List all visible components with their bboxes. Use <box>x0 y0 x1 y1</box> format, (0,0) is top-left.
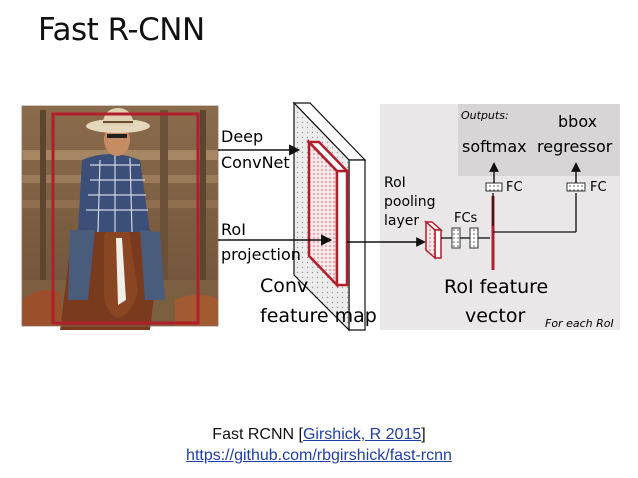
footer-citation: Fast RCNN [Girshick, R 2015] <box>0 426 638 444</box>
slide-title: Fast R-CNN <box>38 12 205 48</box>
github-link[interactable]: https://github.com/rbgirshick/fast-rcnn <box>186 447 452 464</box>
label-roi-pooling-1: RoI <box>384 175 406 191</box>
label-roi-projection-1: RoI <box>221 220 246 239</box>
outputs-panel <box>458 104 620 176</box>
footer-url-row: https://github.com/rbgirshick/fast-rcnn <box>0 447 638 465</box>
label-fc-left: FC <box>506 180 523 195</box>
label-for-each-roi: For each RoI <box>545 317 614 330</box>
roi-box <box>51 112 200 325</box>
label-deep-convnet-2: ConvNet <box>221 153 290 172</box>
label-bbox-2: regressor <box>537 137 613 156</box>
label-conv-1: Conv <box>260 275 308 297</box>
citation-suffix: ] <box>421 426 426 443</box>
label-fc-right: FC <box>590 180 607 195</box>
label-roi-pooling-2: pooling <box>384 194 436 210</box>
label-softmax: softmax <box>462 137 527 156</box>
fc-block-1 <box>451 227 461 249</box>
citation-prefix: Fast RCNN [ <box>212 426 303 443</box>
label-roi-pooling-3: layer <box>384 213 419 229</box>
label-roi-feature-2: vector <box>465 305 525 327</box>
fc-softmax-block <box>485 182 503 192</box>
label-deep-convnet-1: Deep <box>221 127 263 146</box>
label-fcs: FCs <box>454 211 478 226</box>
fc-block-2 <box>469 227 479 249</box>
label-roi-projection-2: projection <box>221 245 301 264</box>
label-outputs: Outputs: <box>461 109 509 122</box>
input-image <box>22 106 218 330</box>
conv-feature-map <box>292 101 367 332</box>
fc-bbox-block <box>566 182 586 192</box>
roi-pooled-feature <box>424 220 443 260</box>
label-roi-feature-1: RoI feature <box>444 276 548 298</box>
image-border <box>21 105 219 327</box>
label-conv-2: feature map <box>260 305 377 327</box>
label-bbox-1: bbox <box>558 112 597 131</box>
citation-link[interactable]: Girshick, R 2015 <box>302 426 422 443</box>
